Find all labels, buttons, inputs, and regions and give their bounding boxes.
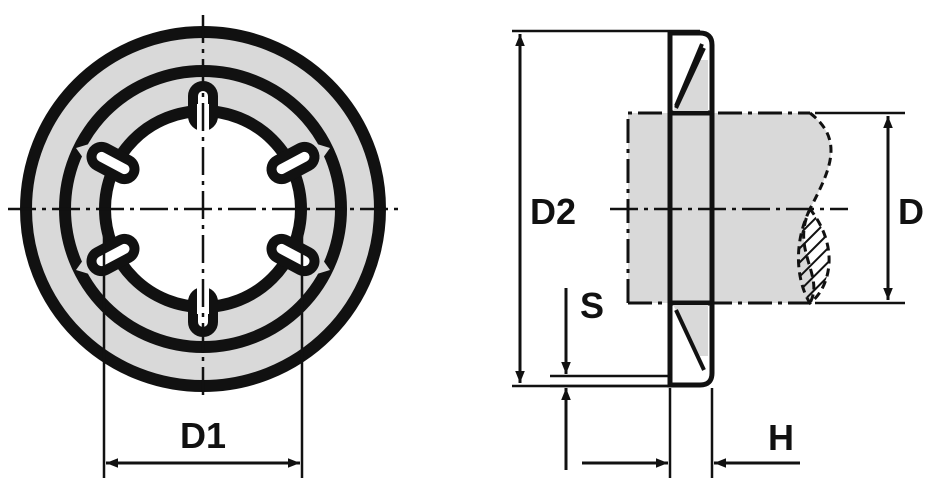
label-s: S [580,285,604,326]
label-d1: D1 [180,415,226,456]
shaft-outline [626,111,810,303]
shaft-body [628,113,831,303]
break-hatch [797,206,831,306]
side-view: D2 D S H [512,29,924,478]
label-d: D [898,191,924,232]
label-h: H [768,417,794,458]
front-view: D1 [8,15,398,478]
label-d2: D2 [530,191,576,232]
